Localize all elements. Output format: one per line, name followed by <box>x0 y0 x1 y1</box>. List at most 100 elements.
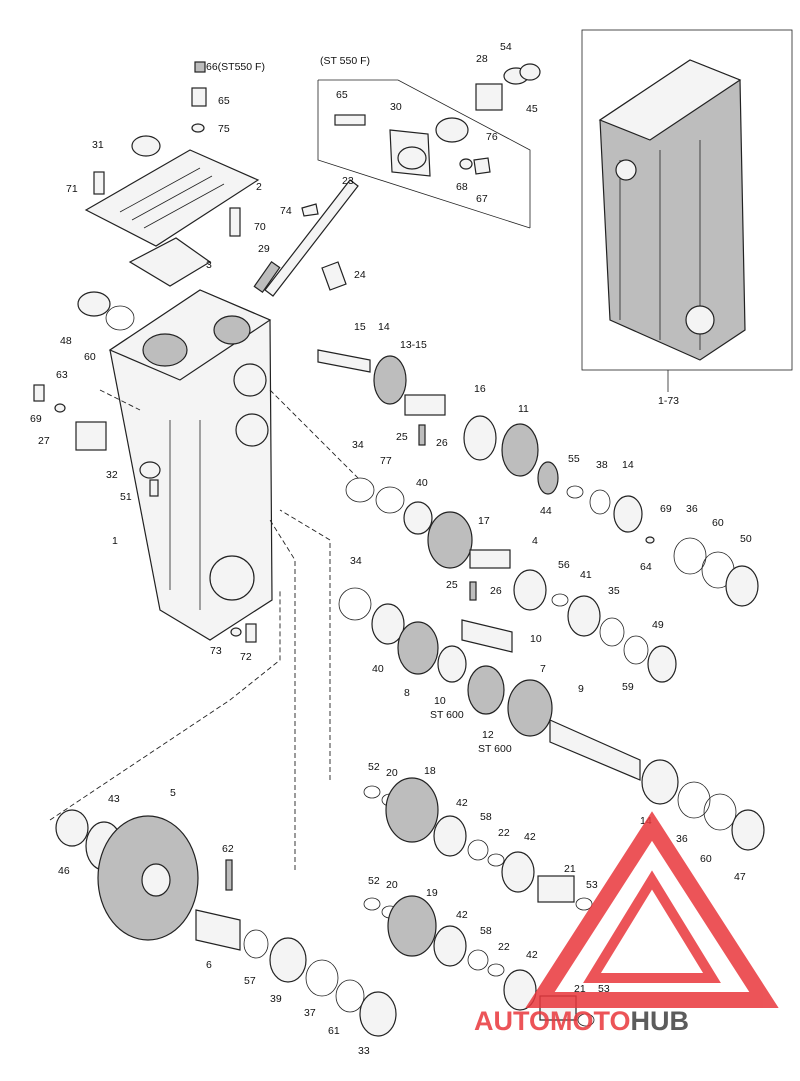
callout-25-b: 25 <box>446 579 458 591</box>
label-st600-a: ST 600 <box>430 709 464 721</box>
top-cover-group <box>84 61 260 287</box>
spacer-part <box>461 619 513 653</box>
callout-21-b: 21 <box>574 983 586 995</box>
callout-60-b: 60 <box>712 517 724 529</box>
callout-59: 59 <box>622 681 634 693</box>
callout-44: 44 <box>540 505 552 517</box>
callout-58-b: 58 <box>480 925 492 937</box>
callout-64: 64 <box>640 561 652 573</box>
gear-part <box>501 423 539 477</box>
callout-10-b: 10 <box>434 695 446 707</box>
callout-31: 31 <box>92 139 104 151</box>
callout-20-b: 20 <box>386 879 398 891</box>
washer-part <box>191 123 205 133</box>
synchro-part <box>463 415 497 461</box>
callout-11: 11 <box>518 403 529 415</box>
callout-14: 14 <box>378 321 390 333</box>
callout-48: 48 <box>60 335 72 347</box>
assembled-view-box <box>581 29 793 392</box>
gear-part <box>385 777 439 843</box>
cover-disc-part <box>77 291 111 317</box>
watermark-text-dark: HUB <box>631 1006 690 1036</box>
callout-34: 34 <box>352 439 364 451</box>
callout-55: 55 <box>568 453 580 465</box>
st550f-inset <box>317 63 541 229</box>
callout-62: 62 <box>222 843 234 855</box>
callout-72: 72 <box>240 651 252 663</box>
callout-30: 30 <box>390 101 402 113</box>
callout-54: 54 <box>500 41 512 53</box>
plug-part <box>131 135 161 157</box>
callout-46: 46 <box>58 865 70 877</box>
callout-9: 9 <box>578 683 584 695</box>
drain-plug-part <box>75 421 107 451</box>
callout-4: 4 <box>532 535 538 547</box>
callout-77: 77 <box>380 455 392 467</box>
assembly-label: 1-73 <box>658 395 679 407</box>
callout-42-c: 42 <box>456 909 468 921</box>
callout-40-b: 40 <box>372 663 384 675</box>
callout-13-15: 13-15 <box>400 339 427 351</box>
input-shaft-part <box>317 349 371 373</box>
callout-6: 6 <box>206 959 212 971</box>
cap-part <box>519 63 541 81</box>
callout-16: 16 <box>474 383 486 395</box>
callout-37: 37 <box>304 1007 316 1019</box>
callout-57: 57 <box>244 975 256 987</box>
shift-rod-group <box>253 179 359 297</box>
callout-68: 68 <box>456 181 468 193</box>
callout-14-b: 14 <box>622 459 634 471</box>
callout-42-d: 42 <box>526 949 538 961</box>
callout-47: 47 <box>734 871 746 883</box>
callout-75: 75 <box>218 123 230 135</box>
callout-12: 12 <box>482 729 494 741</box>
guide-lines <box>49 389 361 870</box>
callout-35: 35 <box>608 585 620 597</box>
callout-73: 73 <box>210 645 222 657</box>
callout-42: 42 <box>456 797 468 809</box>
callout-49: 49 <box>652 619 664 631</box>
callout-60: 60 <box>84 351 96 363</box>
callout-40: 40 <box>416 477 428 489</box>
callout-1: 1 <box>112 535 118 547</box>
callout-50: 50 <box>740 533 752 545</box>
cluster-gear-part <box>427 511 473 569</box>
watermark-logo: AUTOMOTOHUB <box>474 811 779 1036</box>
watermark-triangle-icon <box>525 811 779 1008</box>
callout-41: 41 <box>580 569 592 581</box>
callout-43: 43 <box>108 793 120 805</box>
callout-53-b: 53 <box>598 983 610 995</box>
input-shaft-row <box>317 349 539 477</box>
callout-45: 45 <box>526 103 538 115</box>
lever-part <box>321 261 347 291</box>
bolt-part <box>229 207 241 237</box>
plug-part <box>435 117 469 143</box>
spring-part <box>253 261 281 293</box>
callout-24: 24 <box>354 269 366 281</box>
callout-56: 56 <box>558 559 570 571</box>
nut-part <box>473 157 491 175</box>
callout-33: 33 <box>358 1045 370 1057</box>
callout-26-b: 26 <box>490 585 502 597</box>
callout-28: 28 <box>476 53 488 65</box>
circlip-part <box>105 305 135 331</box>
callout-27: 27 <box>38 435 50 447</box>
callout-23: 23 <box>342 175 354 187</box>
mainshaft-part <box>549 719 641 781</box>
callout-39: 39 <box>270 993 282 1005</box>
callout-38: 38 <box>596 459 608 471</box>
callout-67: 67 <box>476 193 488 205</box>
callout-60-c: 60 <box>700 853 712 865</box>
callout-76: 76 <box>486 131 498 143</box>
sensor-part <box>334 114 366 126</box>
callout-17: 17 <box>478 515 490 527</box>
nut-part <box>301 203 319 217</box>
callout-53: 53 <box>586 879 598 891</box>
label-st600-b: ST 600 <box>478 743 512 755</box>
callout-51: 51 <box>120 491 132 503</box>
gasket-part <box>128 237 212 287</box>
callout-58: 58 <box>480 811 492 823</box>
callout-19: 19 <box>426 887 438 899</box>
callout-65: 65 <box>218 95 230 107</box>
callout-22: 22 <box>498 827 510 839</box>
